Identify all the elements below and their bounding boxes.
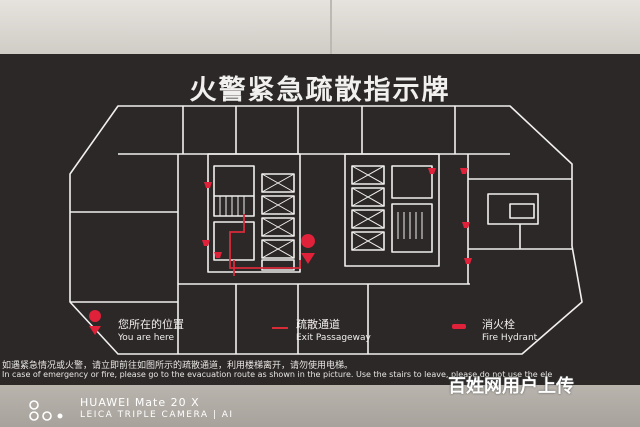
legend-exit-passageway: 疏散通道 Exit Passageway — [296, 316, 371, 343]
elevator-cross — [351, 209, 385, 229]
legend-label-en: Exit Passageway — [296, 333, 371, 343]
elevator-shaft — [261, 259, 295, 271]
elevator-cross — [261, 195, 295, 215]
evacuation-sign: 火警紧急疏散指示牌 — [0, 54, 640, 385]
elevator-shaft — [351, 165, 385, 185]
elevator-cross — [261, 173, 295, 193]
fire-hydrant-icon — [202, 240, 210, 246]
legend-label-zh: 您所在的位置 — [118, 318, 184, 331]
fire-hydrant-icon — [214, 252, 222, 258]
fire-hydrant-icon — [204, 182, 212, 188]
fire-hydrant-icon — [428, 168, 436, 174]
legend-fire-hydrant-icon — [452, 324, 466, 329]
elevator-cross — [351, 165, 385, 185]
legend-you-are-here-icon — [89, 310, 102, 335]
you-are-here-marker — [301, 234, 316, 264]
left-stairwell — [213, 165, 255, 217]
elevator-shaft — [351, 209, 385, 229]
room-outline — [487, 193, 539, 225]
fire-hydrant-icon — [460, 168, 468, 174]
elevator-shaft — [351, 231, 385, 251]
floor-outline — [69, 105, 583, 355]
elevator-shaft — [261, 195, 295, 215]
room-outline — [509, 203, 535, 219]
right-stairwell — [391, 203, 433, 253]
evacuation-route — [229, 214, 301, 269]
notice-zh: 如遇紧急情况或火警，请立即前往如图所示的疏散通道，利用楼梯离开，请勿使用电梯。 — [2, 361, 354, 371]
elevator-cross — [261, 239, 295, 259]
camera-lens: LEICA TRIPLE CAMERA | AI — [80, 410, 234, 420]
fire-hydrant-icon — [462, 222, 470, 228]
wall-seam — [330, 0, 332, 56]
elevator-cross — [261, 217, 295, 237]
floor-plan — [69, 105, 583, 355]
legend-you-are-here: 您所在的位置 You are here — [118, 316, 184, 343]
elevator-shaft — [261, 217, 295, 237]
legend-label-zh: 消火栓 — [482, 318, 515, 331]
elevator-cross — [351, 231, 385, 251]
left-core — [207, 153, 301, 273]
elevator-shaft — [351, 187, 385, 207]
right-core — [344, 153, 440, 267]
elevator-cross — [351, 187, 385, 207]
wall-top — [0, 0, 640, 56]
camera-lens-icon — [29, 400, 63, 421]
elevator-shaft — [261, 173, 295, 193]
wall-bottom — [0, 385, 640, 427]
legend-label-zh: 疏散通道 — [296, 318, 340, 331]
right-room — [391, 165, 433, 199]
legend-fire-hydrant: 消火栓 Fire Hydrant — [482, 316, 537, 343]
camera-model: HUAWEI Mate 20 X — [80, 396, 200, 409]
fire-hydrant-icon — [464, 258, 472, 264]
sign-title: 火警紧急疏散指示牌 — [189, 75, 451, 106]
notice-en: In case of emergency or fire, please go … — [2, 370, 553, 379]
legend-label-en: Fire Hydrant — [482, 333, 538, 343]
watermark: 百姓网用户上传 — [448, 376, 574, 397]
legend-label-en: You are here — [118, 333, 175, 343]
elevator-shaft — [261, 239, 295, 259]
